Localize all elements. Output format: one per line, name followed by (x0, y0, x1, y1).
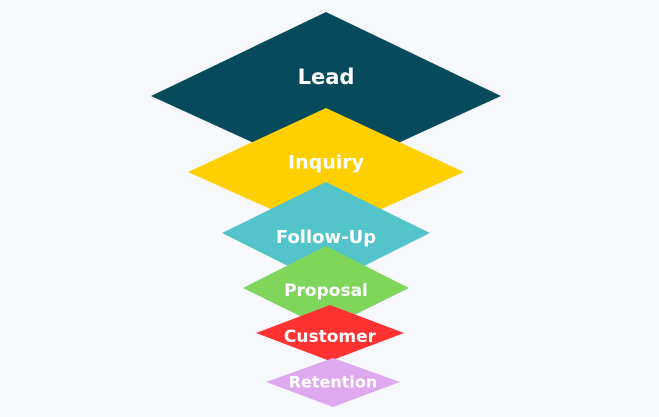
stage-proposal: Proposal (243, 246, 409, 329)
stage-follow-up-shape (222, 182, 430, 285)
stage-customer-shape (256, 305, 404, 361)
stage-lead-shape (151, 12, 501, 176)
stage-proposal-shape (243, 246, 409, 329)
stage-inquiry-shape (188, 108, 464, 234)
stage-follow-up: Follow-Up (222, 182, 430, 285)
stage-lead: Lead (151, 12, 501, 176)
stage-follow-up-label: Follow-Up (276, 227, 376, 248)
stage-retention: Retention (266, 358, 400, 407)
stage-inquiry-label: Inquiry (288, 152, 365, 174)
stage-customer-label: Customer (284, 327, 377, 347)
stage-customer: Customer (256, 305, 404, 361)
stage-proposal-label: Proposal (284, 281, 368, 301)
stage-retention-label: Retention (289, 373, 378, 392)
stage-inquiry: Inquiry (188, 108, 464, 234)
stage-lead-label: Lead (298, 65, 355, 89)
stage-retention-shape (266, 358, 400, 407)
